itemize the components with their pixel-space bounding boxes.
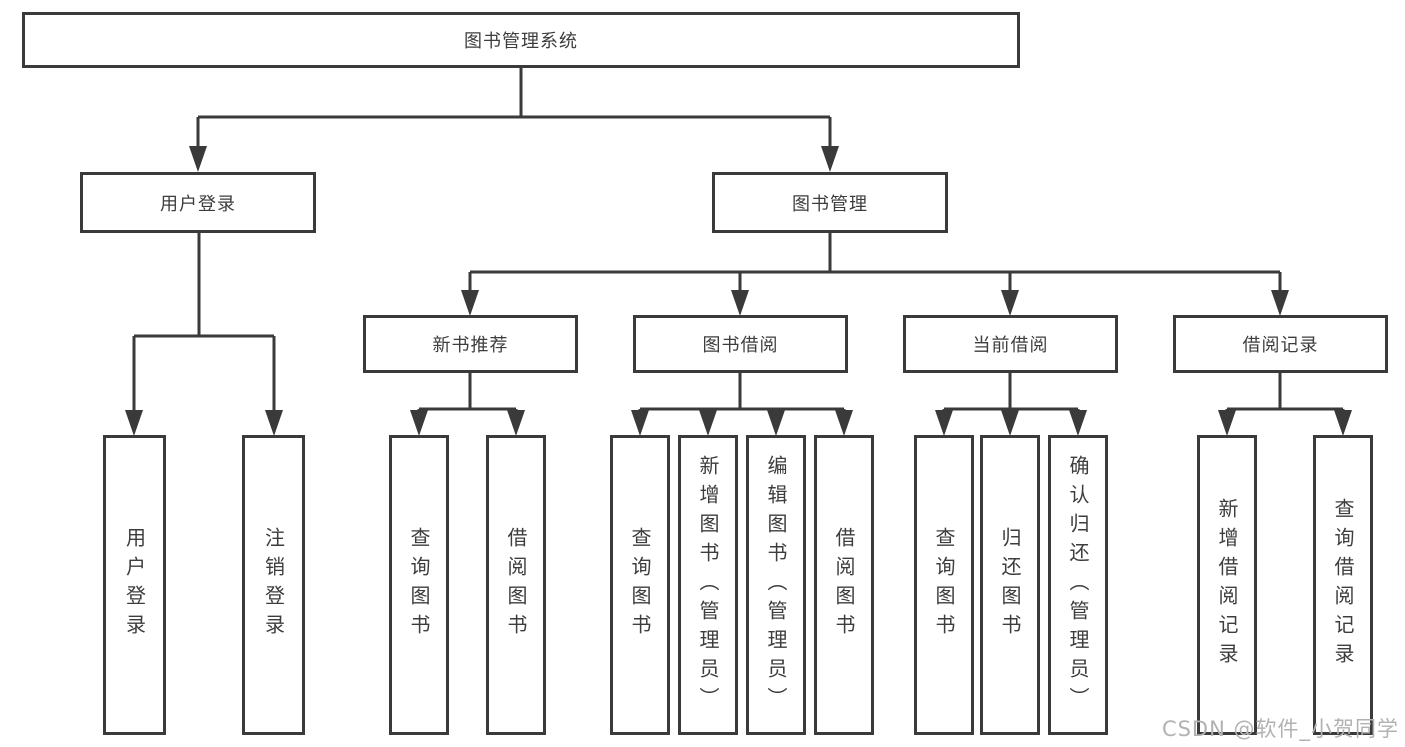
node-label: 新增图书（管理员） bbox=[696, 454, 720, 716]
node-label: 借阅图书 bbox=[832, 527, 856, 643]
leaf-logout: 注销登录 bbox=[242, 435, 305, 735]
leaf-user-login: 用户登录 bbox=[103, 435, 166, 735]
leaf-bb-edit-books-admin: 编辑图书（管理员） bbox=[746, 435, 806, 735]
node-label: 借阅记录 bbox=[1242, 335, 1319, 356]
leaf-bb-add-books-admin: 新增图书（管理员） bbox=[678, 435, 738, 735]
arrowheads bbox=[125, 146, 1352, 436]
leaf-br-query-record: 查询借阅记录 bbox=[1313, 435, 1373, 735]
leaf-bb-query-books: 查询图书 bbox=[610, 435, 670, 735]
node-label: 查询图书 bbox=[932, 527, 956, 643]
node-label: 确认归还（管理员） bbox=[1066, 454, 1090, 716]
leaf-cb-query-books: 查询图书 bbox=[914, 435, 974, 735]
node-label: 图书借阅 bbox=[702, 335, 779, 356]
node-label: 当前借阅 bbox=[972, 335, 1049, 356]
node-label: 查询图书 bbox=[628, 527, 652, 643]
node-user-login: 用户登录 bbox=[80, 172, 316, 233]
leaf-bb-borrow-books: 借阅图书 bbox=[814, 435, 874, 735]
node-label: 查询借阅记录 bbox=[1331, 498, 1355, 672]
leaf-cb-return-books: 归还图书 bbox=[980, 435, 1040, 735]
node-label: 注销登录 bbox=[261, 527, 286, 643]
node-borrowing-records: 借阅记录 bbox=[1173, 315, 1388, 373]
node-label: 查询图书 bbox=[407, 527, 431, 643]
node-label: 新增借阅记录 bbox=[1215, 498, 1239, 672]
node-label: 用户登录 bbox=[122, 527, 147, 643]
leaf-nb-borrow-books: 借阅图书 bbox=[486, 435, 546, 735]
node-label: 新书推荐 bbox=[432, 335, 509, 356]
node-label: 编辑图书（管理员） bbox=[764, 454, 788, 716]
node-new-book-recommend: 新书推荐 bbox=[363, 315, 578, 373]
leaf-nb-query-books: 查询图书 bbox=[389, 435, 449, 735]
node-book-borrowing: 图书借阅 bbox=[633, 315, 848, 373]
csdn-watermark: CSDN @软件_小贺同学 bbox=[1161, 717, 1399, 741]
node-root-book-management-system: 图书管理系统 bbox=[22, 12, 1020, 68]
node-label: 用户登录 bbox=[160, 193, 236, 215]
node-label: 图书管理 bbox=[792, 193, 868, 215]
node-book-management: 图书管理 bbox=[712, 172, 948, 233]
node-label: 借阅图书 bbox=[504, 527, 528, 643]
node-label: 归还图书 bbox=[998, 527, 1022, 643]
node-current-borrowing: 当前借阅 bbox=[903, 315, 1118, 373]
node-label: 图书管理系统 bbox=[464, 31, 578, 52]
leaf-br-add-record: 新增借阅记录 bbox=[1197, 435, 1257, 735]
leaf-cb-confirm-return-admin: 确认归还（管理员） bbox=[1048, 435, 1108, 735]
